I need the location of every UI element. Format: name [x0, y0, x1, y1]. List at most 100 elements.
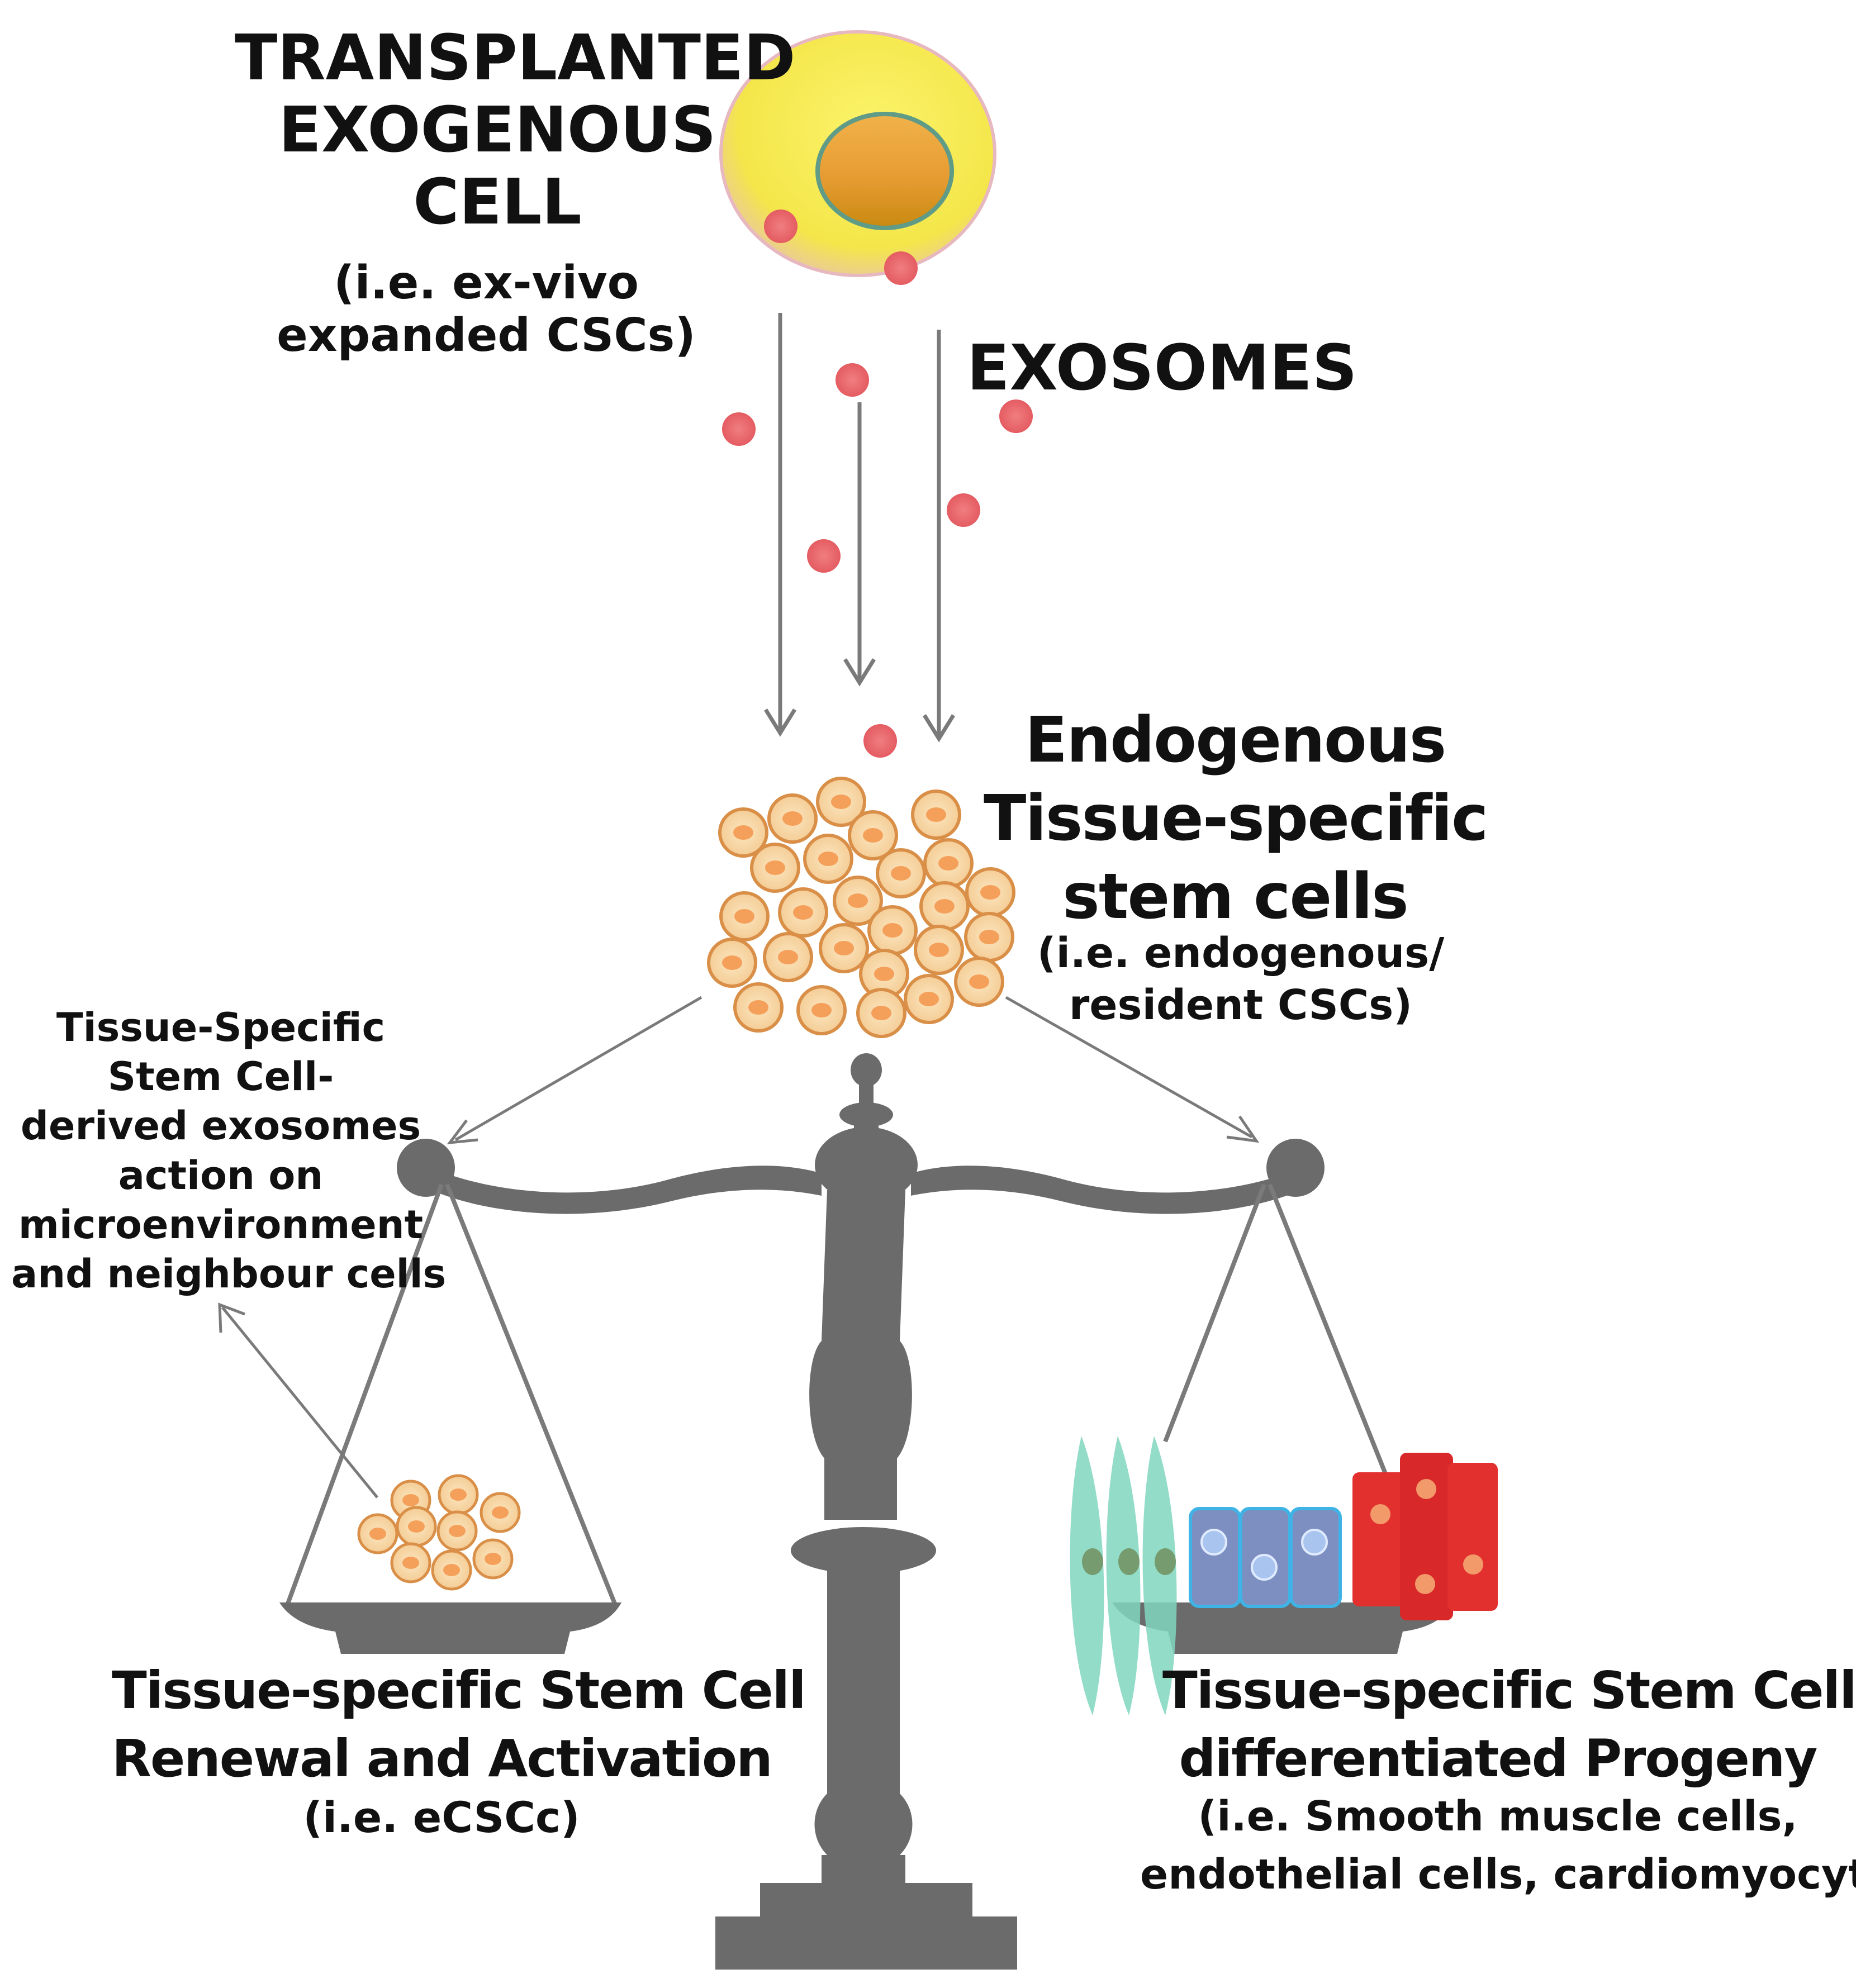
stem-cell-icon: [778, 887, 828, 938]
subtitle-line: (i.e. endogenous/: [1037, 929, 1445, 977]
stem-cell-icon: [904, 974, 954, 1024]
stem-cell-icon: [923, 838, 974, 888]
title-line: EXOGENOUS: [278, 93, 716, 167]
text-line: Tissue-Specific: [56, 1005, 386, 1050]
cardiomyocyte-icon: [1447, 1463, 1498, 1611]
scale-beam: [911, 1165, 1313, 1214]
exosome-icon: [947, 493, 980, 527]
stem-cell-icon: [763, 932, 813, 982]
stem-cell-icon: [357, 1513, 398, 1554]
scale-knob-left: [397, 1139, 455, 1197]
stem-cell-icon: [472, 1538, 514, 1580]
subtitle-line: endothelial cells, cardiomyocytes): [1140, 1850, 1856, 1899]
text-line: microenvironment: [18, 1201, 424, 1248]
cardiomyocyte-icon: [1400, 1453, 1453, 1620]
title-line: TRANSPLANTED: [235, 22, 796, 94]
stem-cell-icon: [719, 891, 770, 941]
smooth-muscle-cell-icon: [1106, 1436, 1141, 1715]
title-line: CELL: [413, 165, 582, 239]
renewing-stem-cells: [357, 1474, 521, 1591]
right-pan-subtitle: (i.e. Smooth muscle cells, endothelial c…: [1140, 1788, 1856, 1904]
stem-cell-icon: [914, 925, 964, 975]
arrow-to-left-pan: [454, 996, 702, 1142]
stem-cell-icon: [803, 834, 853, 884]
stem-cell-icon: [856, 988, 906, 1038]
title-line: Tissue-specific Stem Cell: [112, 1661, 806, 1720]
stem-cell-icon: [750, 843, 800, 893]
title-line: differentiated Progeny: [1179, 1729, 1818, 1789]
scale-pivot: [815, 1127, 918, 1203]
stem-cell-icon: [438, 1474, 479, 1515]
exosome-icon: [836, 363, 869, 397]
exosome-icon: [722, 412, 756, 446]
stem-cell-icon: [848, 810, 898, 860]
title-line: Tissue-specific: [984, 782, 1488, 855]
title-line: Endogenous: [1024, 704, 1447, 777]
transplanted-cell-title: TRANSPLANTED EXOGENOUS CELL: [235, 22, 796, 239]
endogenous-title: Endogenous Tissue-specific stem cells: [984, 701, 1488, 936]
exosome-icon: [884, 251, 918, 285]
right-pan-title: Tissue-specific Stem Cell- differentiate…: [1162, 1657, 1856, 1794]
exosome-icon: [999, 399, 1033, 433]
endogenous-subtitle: (i.e. endogenous/ resident CSCs): [1017, 928, 1464, 1031]
arrow-head: [923, 714, 955, 743]
text-line: derived exosomes: [20, 1103, 421, 1149]
pan-strings: [286, 1183, 1388, 1605]
endothelial-cell-icon: [1289, 1507, 1342, 1608]
subtitle-line: (i.e. Smooth muscle cells,: [1198, 1792, 1798, 1840]
stem-cell-icon: [436, 1510, 478, 1552]
stem-cell-icon: [718, 807, 768, 858]
stem-cell-icon: [431, 1549, 472, 1591]
right-pan: [1112, 1602, 1453, 1654]
text-line: and neighbour cells: [11, 1250, 447, 1297]
exosome-particles: [722, 210, 1033, 758]
arrow-head: [447, 1119, 478, 1145]
stem-cell-icon: [819, 923, 869, 973]
scale-base-top: [760, 1883, 972, 1916]
stem-cell-icon: [480, 1492, 521, 1533]
scale-knob-right: [1266, 1139, 1325, 1197]
arrow-to-right-pan: [1005, 996, 1253, 1139]
text-line: action on: [118, 1152, 324, 1198]
endothelial-cell-icon: [1189, 1507, 1241, 1608]
title-line: stem cells: [1062, 860, 1409, 933]
cardiomyocytes: [1352, 1453, 1498, 1620]
title-line: Tissue-specific Stem Cell-: [1162, 1661, 1856, 1720]
stem-cell-icon: [733, 982, 784, 1033]
scale-beam: [419, 1165, 822, 1214]
left-pan-subtitle: (i.e. eCSCc): [303, 1792, 580, 1842]
arrow-to-exosome-action: [221, 1306, 378, 1499]
differentiated-progeny: [1070, 1436, 1498, 1715]
subtitle-line: (i.e. ex-vivo: [334, 256, 639, 310]
scale-column: [809, 1190, 912, 1520]
text-line: Stem Cell-: [107, 1054, 334, 1100]
left-pan: [279, 1602, 621, 1654]
scale-finial: [851, 1053, 882, 1087]
stem-cell-icon: [867, 905, 918, 955]
arrow-head: [1226, 1115, 1260, 1143]
stem-cell-icon: [833, 876, 883, 926]
endothelial-cells: [1189, 1507, 1342, 1608]
stem-cell-icon: [954, 957, 1004, 1007]
stem-cell-icon: [796, 985, 847, 1035]
subtitle-line: expanded CSCs): [277, 309, 696, 363]
cardiomyocyte-icon: [1352, 1472, 1408, 1606]
stem-cell-icon: [876, 848, 926, 898]
exosome-icon: [807, 539, 841, 573]
smooth-muscle-cell-icon: [1142, 1436, 1177, 1715]
arrow-head: [843, 658, 876, 687]
branch-arrows: [218, 996, 1260, 1499]
stem-cell-icon: [911, 790, 961, 840]
stem-cell-icon: [767, 793, 818, 844]
subtitle-line: resident CSCs): [1069, 981, 1413, 1029]
title-line: Renewal and Activation: [112, 1729, 773, 1789]
exosome-icon: [863, 724, 897, 758]
stem-cell-icon: [816, 777, 866, 827]
exosome-action-text: Tissue-Specific Stem Cell- derived exoso…: [11, 1003, 447, 1299]
transplanted-cell-subtitle: (i.e. ex-vivo expanded CSCs): [235, 256, 738, 363]
arrow-head: [218, 1302, 245, 1333]
endogenous-stem-cell-cluster: [707, 777, 1015, 1038]
stem-cell-icon: [390, 1542, 431, 1583]
stem-cell-icon: [396, 1506, 437, 1547]
